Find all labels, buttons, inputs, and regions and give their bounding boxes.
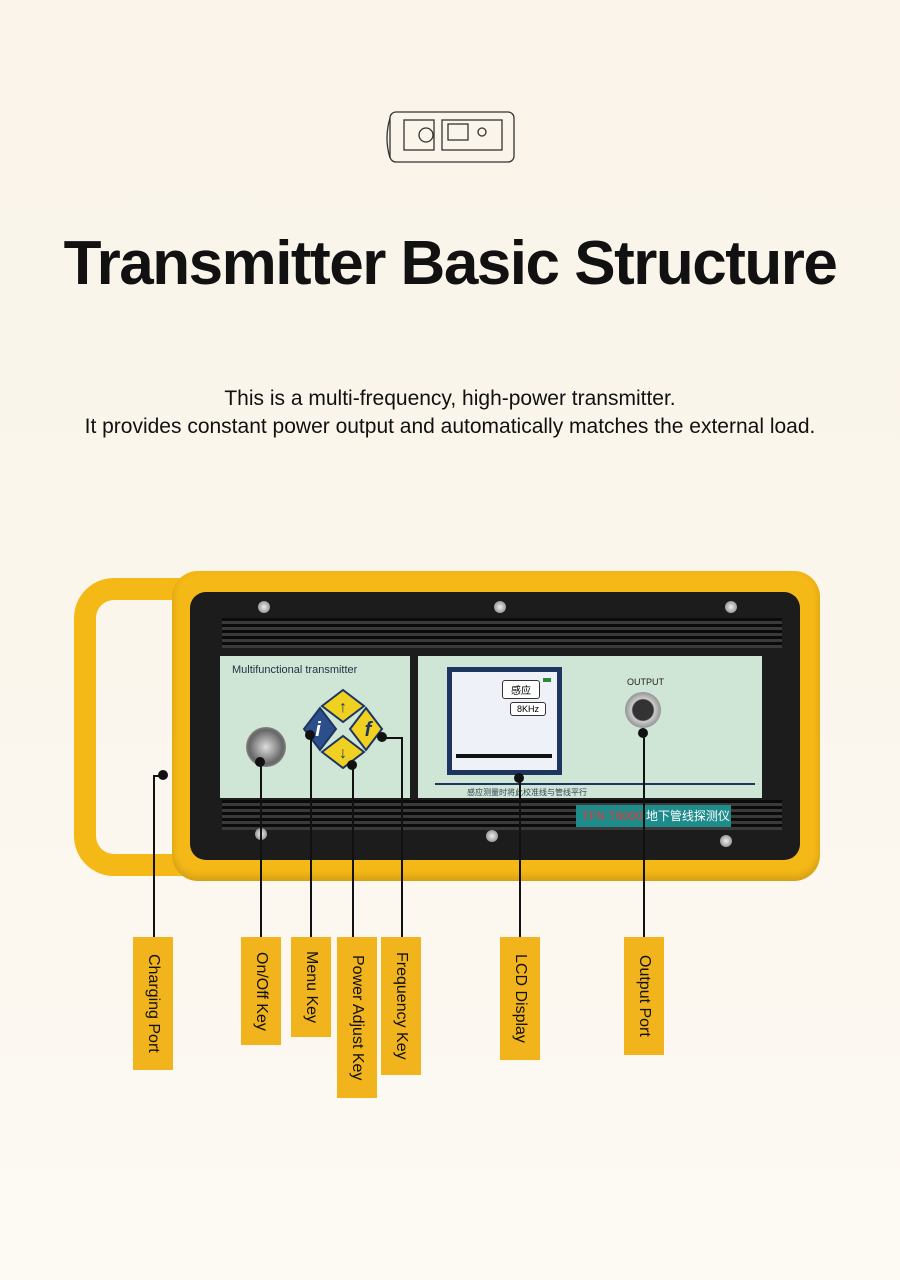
up-key[interactable] bbox=[320, 688, 366, 724]
svg-text:↓: ↓ bbox=[339, 745, 347, 762]
frequency-key[interactable] bbox=[348, 706, 384, 752]
model-number: TFN T6000 bbox=[582, 809, 643, 823]
handle bbox=[74, 578, 204, 876]
keypad: ↑ ↓ i f bbox=[302, 688, 384, 770]
label-output-port: Output Port bbox=[624, 937, 664, 1055]
calibration-text: 感应测量时将此校准线与管线平行 bbox=[467, 788, 587, 797]
page-title: Transmitter Basic Structure bbox=[63, 229, 838, 298]
svg-text:f: f bbox=[365, 719, 374, 741]
label-menu-key: Menu Key bbox=[291, 937, 331, 1037]
svg-text:i: i bbox=[315, 719, 321, 741]
model-plate: TFN T6000 地下管线探测仪 bbox=[576, 805, 731, 827]
lcd-mode: 感应 bbox=[502, 680, 540, 699]
label-on-off-key: On/Off Key bbox=[241, 937, 281, 1045]
screw-icon bbox=[258, 601, 270, 613]
lcd-frequency: 8KHz bbox=[510, 702, 547, 716]
screw-icon bbox=[486, 830, 498, 842]
lcd-bar bbox=[456, 754, 552, 758]
svg-text:↑: ↑ bbox=[339, 699, 347, 716]
power-button[interactable] bbox=[246, 727, 286, 767]
label-charging-port: Charging Port bbox=[133, 937, 173, 1070]
lcd-display: 感应 8KHz bbox=[447, 667, 562, 775]
screw-icon bbox=[725, 601, 737, 613]
output-port[interactable] bbox=[625, 692, 661, 728]
output-label: OUTPUT bbox=[627, 677, 664, 687]
device-outline-logo bbox=[386, 111, 515, 163]
battery-icon bbox=[543, 678, 551, 682]
label-lcd-display: LCD Display bbox=[500, 937, 540, 1060]
label-frequency-key: Frequency Key bbox=[381, 937, 421, 1075]
screw-icon bbox=[720, 835, 732, 847]
calibration-line bbox=[435, 783, 755, 785]
vent-fins-top bbox=[222, 618, 782, 648]
screw-icon bbox=[494, 601, 506, 613]
label-power-adjust-key: Power Adjust Key bbox=[337, 937, 377, 1098]
subtitle-line-2: It provides constant power output and au… bbox=[84, 415, 816, 438]
subtitle-line-1: This is a multi-frequency, high-power tr… bbox=[224, 387, 676, 410]
model-name: 地下管线探测仪 bbox=[645, 809, 730, 823]
panel-label: Multifunctional transmitter bbox=[232, 664, 358, 676]
